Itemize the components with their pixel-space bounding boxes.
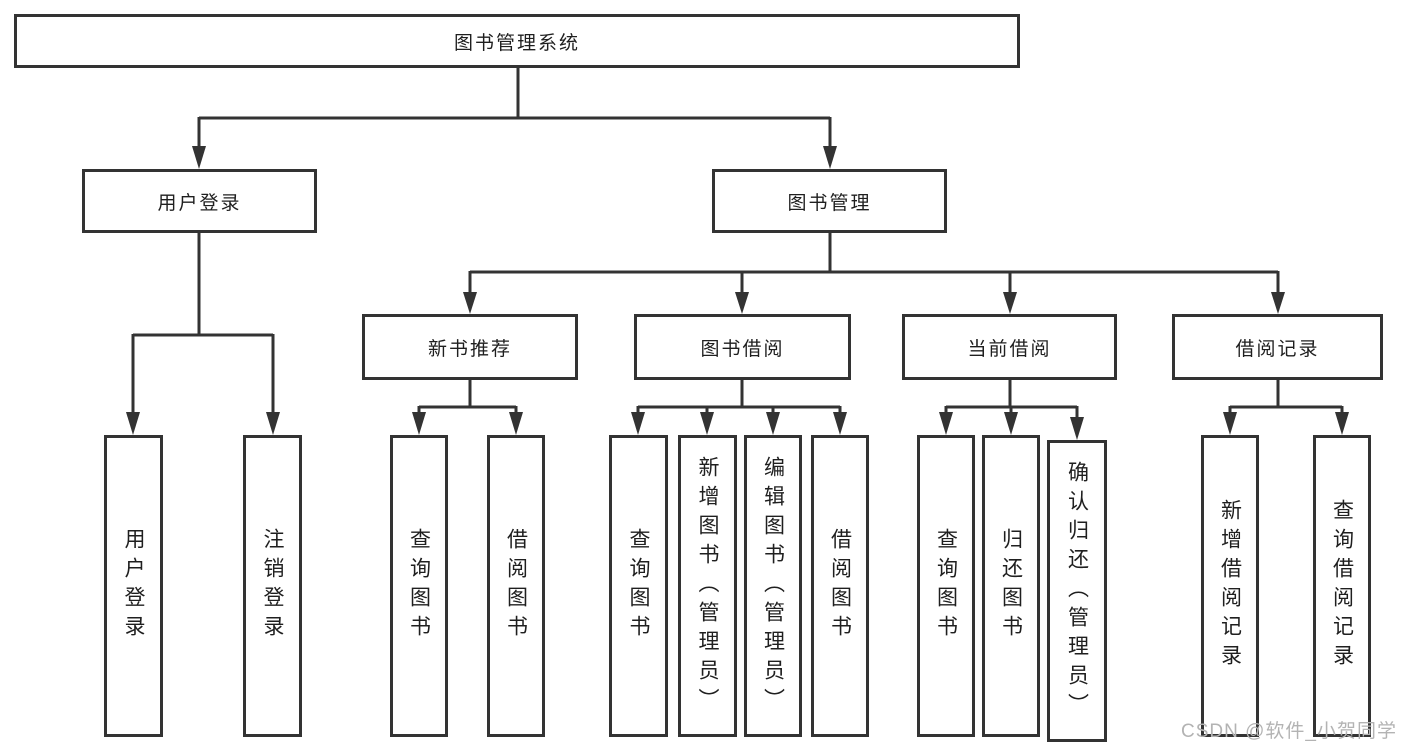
arrowhead-icon [412, 412, 426, 435]
node-leaf-user-login: 用户登录 [104, 435, 163, 737]
node-label: 用户登录 [157, 192, 242, 214]
node-leaf-current-query: 查询图书 [917, 435, 975, 737]
arrowhead-icon [700, 412, 714, 435]
node-borrow-records: 借阅记录 [1172, 314, 1383, 380]
node-leaf-record-add: 新增借阅记录 [1201, 435, 1259, 737]
node-leaf-borrow-edit-admin: 编辑图书（管理员） [744, 435, 802, 737]
arrowhead-icon [823, 146, 837, 169]
arrowhead-icon [1271, 292, 1285, 314]
node-leaf-borrow-query: 查询图书 [609, 435, 668, 737]
node-leaf-newbook-query: 查询图书 [390, 435, 448, 737]
arrowhead-icon [463, 292, 477, 314]
arrowhead-icon [1223, 412, 1237, 435]
node-label: 编辑图书（管理员） [761, 455, 785, 717]
node-label: 查询图书 [934, 528, 958, 644]
node-label: 查询借阅记录 [1330, 499, 1354, 673]
node-leaf-newbook-borrow: 借阅图书 [487, 435, 545, 737]
node-label: 图书管理系统 [453, 32, 580, 54]
node-leaf-current-return: 归还图书 [982, 435, 1040, 737]
arrowhead-icon [1004, 412, 1018, 435]
arrowhead-icon [509, 412, 523, 435]
node-label: 图书借阅 [700, 338, 785, 360]
node-user-login-module: 用户登录 [82, 169, 317, 233]
node-label: 新增图书（管理员） [696, 455, 720, 717]
node-label: 新书推荐 [427, 338, 512, 360]
arrowhead-icon [192, 146, 206, 169]
arrowhead-icon [1335, 412, 1349, 435]
arrowhead-icon [766, 412, 780, 435]
arrowhead-group [126, 146, 1349, 440]
node-leaf-borrow-book: 借阅图书 [811, 435, 869, 737]
node-label: 图书管理 [787, 192, 872, 214]
arrowhead-icon [735, 292, 749, 314]
node-label: 查询图书 [407, 528, 431, 644]
node-label: 归还图书 [999, 528, 1023, 644]
arrowhead-icon [631, 412, 645, 435]
node-current-borrow: 当前借阅 [902, 314, 1117, 380]
arrowhead-icon [126, 412, 140, 435]
node-label: 注销登录 [261, 528, 285, 644]
arrowhead-icon [266, 412, 280, 435]
node-label: 借阅图书 [828, 528, 852, 644]
node-leaf-current-confirm-admin: 确认归还（管理员） [1047, 440, 1107, 742]
arrowhead-icon [1070, 417, 1084, 440]
node-book-borrow: 图书借阅 [634, 314, 851, 380]
arrowhead-icon [1003, 292, 1017, 314]
node-label: 新增借阅记录 [1218, 499, 1242, 673]
node-root-system: 图书管理系统 [14, 14, 1020, 68]
node-label: 当前借阅 [967, 338, 1052, 360]
arrowhead-icon [939, 412, 953, 435]
node-label: 借阅图书 [504, 528, 528, 644]
node-label: 用户登录 [122, 528, 146, 644]
node-book-management: 图书管理 [712, 169, 947, 233]
arrowhead-icon [833, 412, 847, 435]
node-label: 查询图书 [627, 528, 651, 644]
node-new-book-recommend: 新书推荐 [362, 314, 578, 380]
csdn-watermark: CSDN @软件_小贺同学 [1181, 721, 1397, 742]
node-leaf-record-query: 查询借阅记录 [1313, 435, 1371, 737]
node-leaf-logout: 注销登录 [243, 435, 302, 737]
node-label: 确认归还（管理员） [1065, 460, 1089, 722]
node-leaf-borrow-add-admin: 新增图书（管理员） [678, 435, 737, 737]
node-label: 借阅记录 [1235, 338, 1320, 360]
